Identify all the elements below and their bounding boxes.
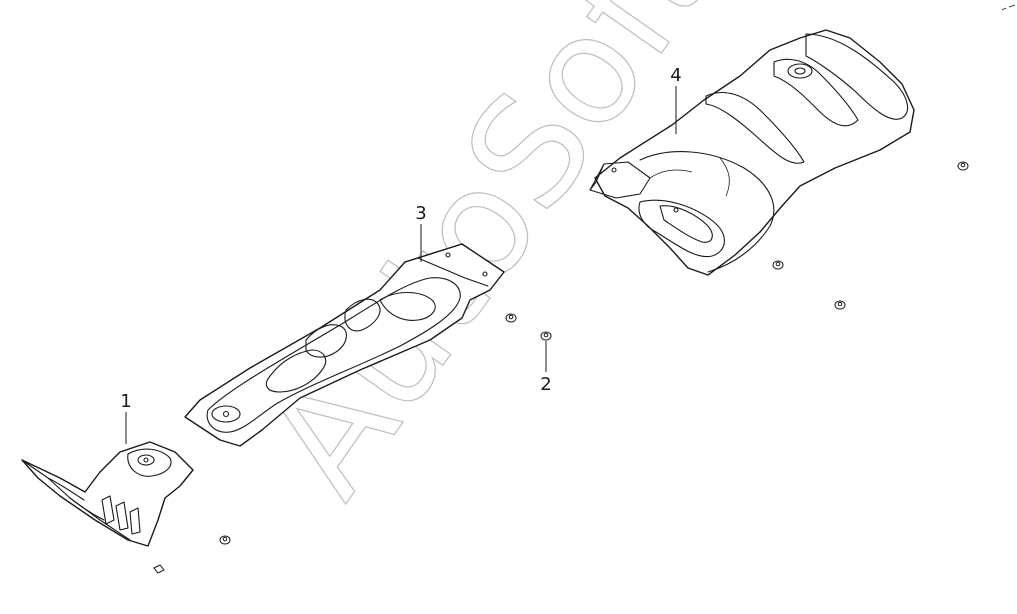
callout-3: 3 — [415, 203, 426, 224]
callout-1: 1 — [120, 391, 131, 412]
nut[interactable] — [834, 300, 846, 310]
corner-mark — [1001, 4, 1016, 11]
heat-shield-front[interactable] — [21, 441, 194, 547]
nut[interactable] — [505, 313, 517, 323]
nut[interactable] — [957, 161, 969, 171]
heat-shield-center[interactable] — [184, 243, 505, 447]
nut-group[interactable] — [153, 161, 969, 574]
nut[interactable] — [540, 331, 552, 341]
callout-2: 2 — [540, 374, 551, 395]
heat-shield-rear[interactable] — [589, 29, 915, 276]
callout-4: 4 — [670, 65, 681, 86]
clip[interactable] — [153, 564, 165, 574]
nut[interactable] — [772, 260, 784, 270]
nut[interactable] — [219, 535, 231, 545]
